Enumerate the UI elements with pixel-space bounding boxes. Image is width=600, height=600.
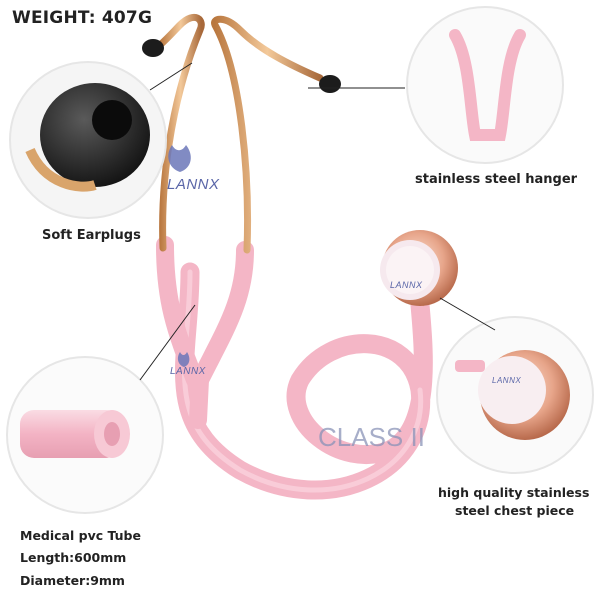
ear-tip-right — [319, 75, 341, 93]
binaural-right — [211, 15, 324, 254]
earplugs-label: Soft Earplugs — [42, 228, 141, 243]
brand-logo-tube — [177, 352, 190, 367]
brand-logo-main — [168, 145, 191, 172]
hanger-label: stainless steel hanger — [415, 172, 578, 187]
tube-right — [191, 241, 254, 389]
weight-label: WEIGHT: 407G — [12, 8, 153, 28]
tube-left — [156, 236, 204, 389]
brand-watermark-tube: LANNX — [170, 366, 206, 377]
brand-watermark-chest: LANNX — [390, 280, 423, 290]
chest-piece-label-line2: steel chest piece — [455, 503, 575, 518]
binaural-left — [156, 13, 205, 252]
brand-watermark-chest-zoom: LANNX — [492, 376, 522, 385]
class-watermark: CLASS II — [318, 422, 425, 452]
hanger-inset — [406, 6, 564, 164]
brand-watermark-main: LANNX — [167, 176, 220, 193]
tube-diameter-label: Diameter:9mm — [20, 573, 125, 588]
tube-label: Medical pvc Tube — [20, 528, 141, 543]
ear-tip-left — [142, 39, 164, 57]
tube-length-label: Length:600mm — [20, 550, 127, 565]
chest-piece-label-line1: high quality stainless — [438, 485, 590, 500]
